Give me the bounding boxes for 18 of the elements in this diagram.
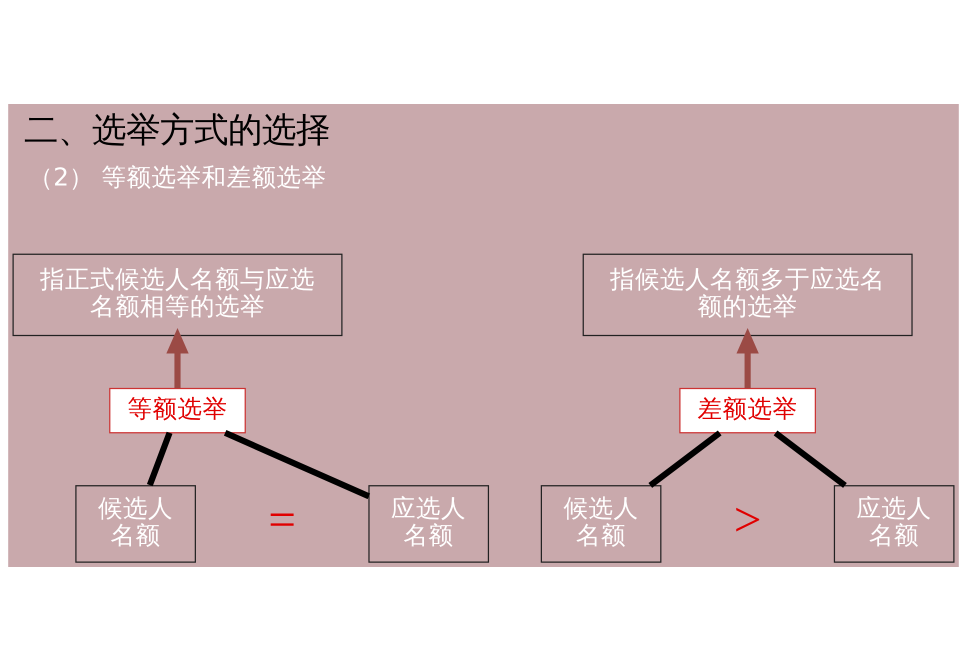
label: = — [268, 492, 296, 547]
arrow — [736, 327, 759, 388]
label: > — [734, 492, 762, 547]
node-box: 等额选举 — [109, 387, 246, 433]
node-box: 候选人名额 — [75, 484, 196, 562]
label: （2） 等额选举和差额选举 — [28, 162, 327, 191]
connector — [224, 430, 370, 499]
node-box: 差额选举 — [679, 387, 816, 433]
connector — [648, 430, 722, 488]
arrow — [166, 327, 189, 388]
connector — [774, 430, 847, 488]
node-box: 应选人名额 — [368, 484, 490, 562]
connector — [146, 431, 172, 486]
node-box: 指正式候选人名额与应选名额相等的选举 — [12, 253, 342, 336]
diagram-title: 二、选举方式的选择 — [24, 110, 330, 150]
node-box: 指候选人名额多于应选名额的选举 — [582, 253, 913, 336]
node-box: 应选人名额 — [834, 484, 954, 562]
node-box: 候选人名额 — [540, 484, 662, 562]
